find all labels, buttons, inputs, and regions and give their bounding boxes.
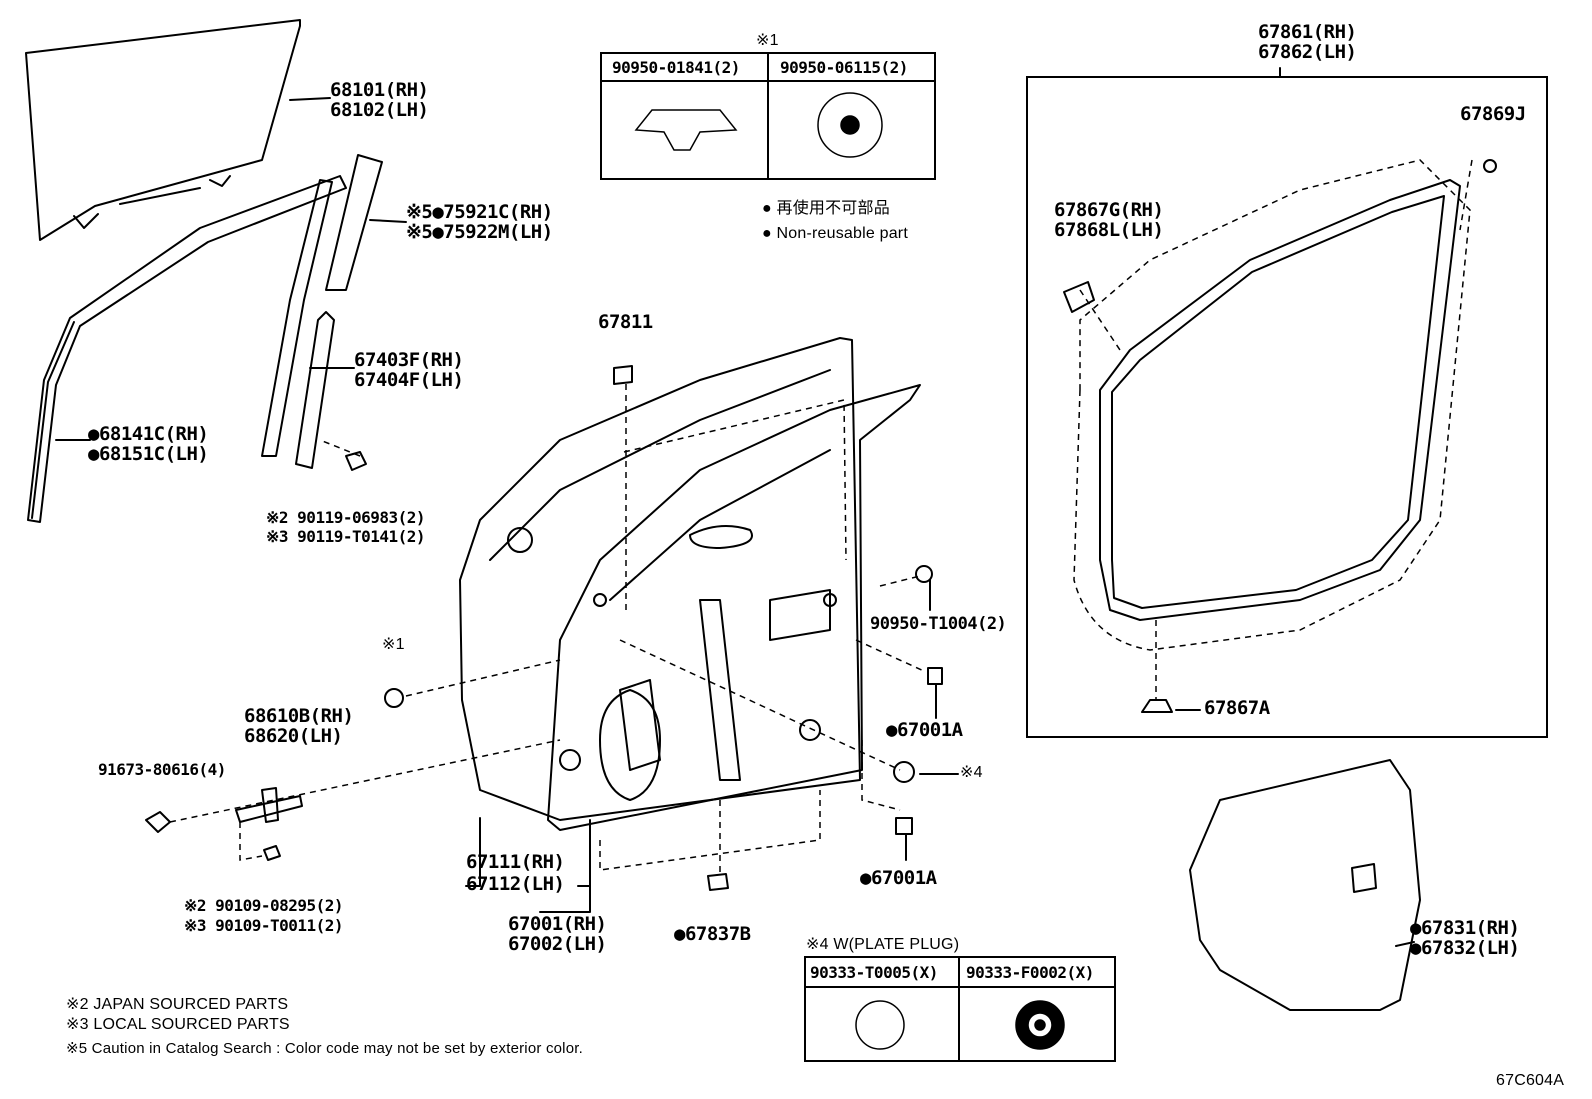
label-67403: 67403F(RH) [354, 349, 464, 371]
glass-run-channel-drawing [27, 175, 347, 523]
label-67811: 67811 [598, 311, 653, 333]
label-ref4: ※4 [960, 764, 983, 781]
weatherstrip-box [1026, 76, 1548, 738]
table4-col2: 90333-F0002(X) [966, 963, 1094, 982]
label-67837: ●67837B [674, 923, 751, 945]
drawing-id: 67C604A [1496, 1072, 1565, 1089]
hole-cover-drawing [1189, 759, 1421, 1011]
label-68101: 68101(RH) [330, 79, 429, 101]
table1-ref: ※1 [756, 32, 779, 49]
plug-table [804, 956, 1116, 1062]
label-67111: 67111(RH) [466, 851, 565, 873]
fasteners-drawing [345, 159, 1497, 891]
label-67112: 67112(LH) [466, 873, 565, 895]
label-91673: 91673-80616(4) [98, 760, 226, 779]
label-67831: ●67831(RH) [1410, 917, 1520, 939]
legend-nonreusable-jp: ● 再使用不可部品 [762, 200, 890, 217]
label-ref1: ※1 [382, 636, 405, 653]
label-68620: 68620(LH) [244, 725, 343, 747]
door-panel-drawing [459, 337, 921, 831]
label-67867g: 67867G(RH) [1054, 199, 1164, 221]
label-67862: 67862(LH) [1258, 41, 1357, 63]
label-90109-a: ※2 90109-08295(2) [184, 896, 344, 915]
label-67861: 67861(RH) [1258, 21, 1357, 43]
leader-lines [55, 67, 1415, 947]
note-color-caution: ※5 Caution in Catalog Search : Color cod… [66, 1040, 583, 1057]
weatherstrip-drawing [1099, 179, 1461, 621]
label-67832: ●67832(LH) [1410, 937, 1520, 959]
legend-nonreusable-en: ● Non-reusable part [762, 225, 908, 242]
table1-col2: 90950-06115(2) [780, 58, 908, 77]
label-75922: ※5●75922M(LH) [406, 221, 553, 243]
label-90950-t1004: 90950-T1004(2) [870, 614, 1007, 634]
label-67001a-upper: ●67001A [886, 719, 963, 741]
label-67869: 67869J [1460, 103, 1526, 125]
division-bar-drawing [261, 179, 335, 469]
table1-symbols [634, 92, 883, 158]
label-75921: ※5●75921C(RH) [406, 201, 553, 223]
table4-symbols [855, 1000, 1065, 1050]
plug-table-rule [804, 986, 1116, 988]
plug-table-divider [958, 956, 960, 1062]
table1-col1: 90950-01841(2) [612, 58, 740, 77]
label-67001a-lower: ●67001A [860, 867, 937, 889]
pillar-garnish-drawing [325, 154, 383, 291]
label-68151: ●68151C(LH) [88, 443, 209, 465]
label-68141: ●68141C(RH) [88, 423, 209, 445]
note-japan-sourced: ※2 JAPAN SOURCED PARTS [66, 996, 289, 1013]
label-67868: 67868L(LH) [1054, 219, 1164, 241]
note-local-sourced: ※3 LOCAL SOURCED PARTS [66, 1016, 290, 1033]
table4-col1: 90333-T0005(X) [810, 963, 938, 982]
door-glass-drawing [25, 19, 301, 241]
label-67002: 67002(LH) [508, 933, 607, 955]
label-90109-b: ※3 90109-T0011(2) [184, 916, 344, 935]
label-68610: 68610B(RH) [244, 705, 354, 727]
label-67867a: 67867A [1204, 697, 1270, 719]
label-90119-b: ※3 90119-T0141(2) [266, 527, 426, 546]
label-67404: 67404F(LH) [354, 369, 464, 391]
label-68102: 68102(LH) [330, 99, 429, 121]
fastener-table-1-divider [767, 52, 769, 180]
label-67001: 67001(RH) [508, 913, 607, 935]
plug-table-title: ※4 W(PLATE PLUG) [806, 936, 960, 953]
label-90119-a: ※2 90119-06983(2) [266, 508, 426, 527]
